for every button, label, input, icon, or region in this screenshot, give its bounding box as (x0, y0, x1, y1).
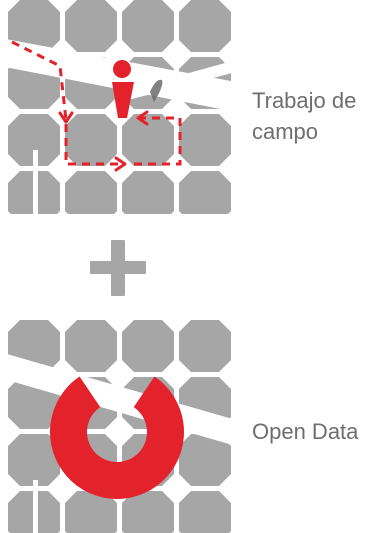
field-work-panel (0, 0, 288, 223)
city-block (236, 171, 288, 223)
city-block (179, 491, 231, 533)
city-block (65, 114, 117, 166)
open-data-label-line-1: Open Data (252, 419, 359, 444)
city-block (65, 0, 117, 52)
field-work-label: Trabajo de campo (252, 85, 356, 147)
city-block (122, 320, 174, 372)
city-block (8, 434, 60, 486)
diagonal-street-secondary (120, 60, 236, 100)
city-block (8, 114, 60, 166)
city-block (179, 0, 231, 52)
city-block (65, 491, 117, 533)
plus-icon (90, 240, 146, 296)
city-block (122, 491, 174, 533)
open-data-panel (0, 320, 288, 533)
street-grid-map (0, 0, 288, 223)
city-block (65, 320, 117, 372)
city-block (236, 491, 288, 533)
city-block (122, 171, 174, 214)
street-grid-map-2 (0, 320, 288, 533)
route-arrowheads (58, 110, 149, 172)
city-block (179, 171, 231, 214)
city-block (236, 0, 288, 52)
vertical-alley (33, 480, 38, 533)
city-block (122, 114, 174, 166)
city-block (179, 114, 231, 166)
route-path (11, 40, 182, 166)
field-work-label-line-2: campo (252, 119, 319, 144)
city-block (236, 320, 288, 372)
field-work-label-line-1: Trabajo de (252, 88, 357, 113)
city-block (179, 320, 231, 372)
person-marker-icon (112, 60, 163, 118)
open-data-label: Open Data (252, 416, 358, 447)
city-block (8, 0, 60, 52)
city-block (122, 0, 174, 52)
horseshoe-icon (50, 376, 185, 499)
vertical-alley (33, 150, 38, 214)
city-block (179, 434, 231, 486)
city-block (65, 171, 117, 214)
